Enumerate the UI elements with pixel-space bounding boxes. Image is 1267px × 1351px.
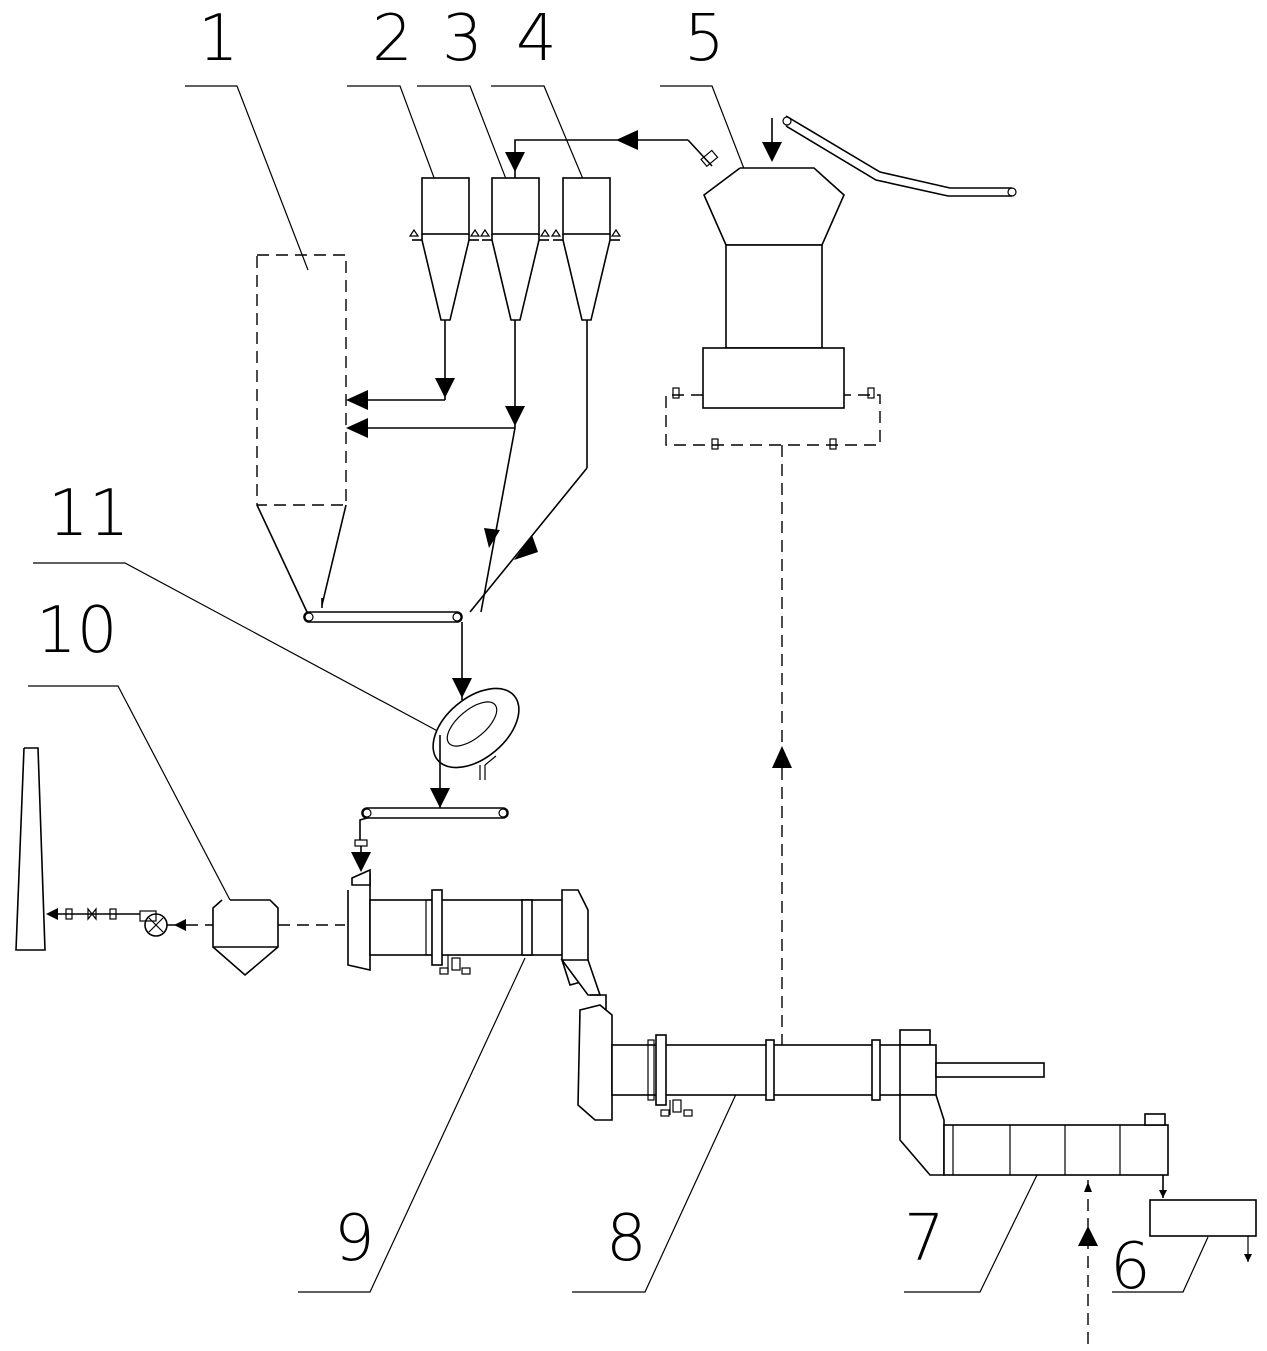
cyclone-discharge-lines (346, 320, 588, 613)
label-2: 2 (372, 2, 413, 76)
conveyor-belt-2 (351, 807, 509, 872)
arrow-down-icon (505, 152, 525, 172)
cooler-7 (943, 1113, 1169, 1198)
label-1: 1 (198, 2, 239, 76)
rotary-kiln-8 (577, 1004, 1045, 1176)
exhaust-fan (139, 910, 213, 937)
leader-lines (28, 85, 1209, 1293)
label-4: 4 (516, 2, 557, 76)
air-inlet (1078, 1180, 1098, 1351)
silo-1 (256, 254, 347, 613)
product-bin-6 (1149, 1199, 1257, 1262)
feed-line-top (505, 130, 719, 178)
label-7: 7 (904, 1202, 945, 1276)
label-6: 6 (1110, 1230, 1151, 1304)
cyclone-4 (550, 177, 622, 321)
arrow-left-icon (616, 130, 638, 150)
label-5: 5 (684, 2, 725, 76)
label-3: 3 (442, 2, 483, 76)
chimney-stack (15, 747, 46, 951)
label-10: 10 (36, 594, 117, 668)
label-11: 11 (48, 477, 129, 551)
valve-line (46, 907, 140, 921)
cyclone-2 (408, 177, 481, 321)
arrow-down-icon (762, 142, 782, 162)
feed-conveyor-5 (782, 115, 1017, 197)
rotary-dryer-9 (347, 868, 607, 1013)
conveyor-belt-1 (303, 611, 472, 700)
dust-collector-10 (212, 899, 345, 977)
gas-line-up (772, 445, 792, 1045)
label-8: 8 (606, 1202, 647, 1276)
shaft-kiln-5 (665, 118, 881, 450)
pelletizer-disc-11 (430, 687, 520, 810)
label-9: 9 (334, 1202, 375, 1276)
cyclone-3 (479, 177, 551, 321)
